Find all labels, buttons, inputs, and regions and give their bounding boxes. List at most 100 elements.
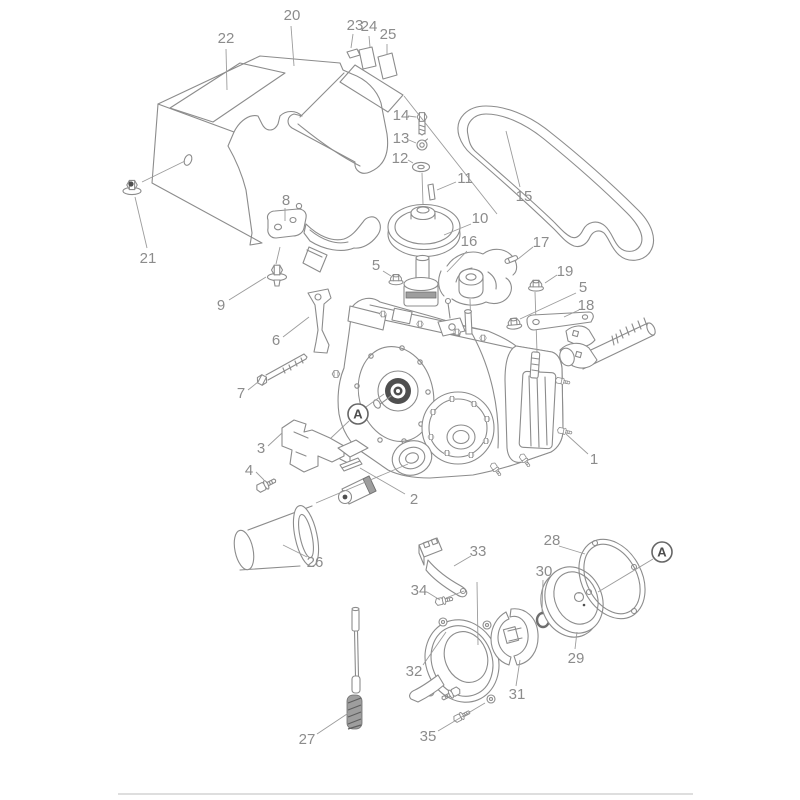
belt-cover <box>151 55 389 246</box>
chute-cover-32 <box>409 617 500 704</box>
flange-nut-5-right <box>505 317 523 331</box>
leader-line-20 <box>290 25 295 67</box>
cover-plate-bolts <box>354 345 431 444</box>
leader-line-9 <box>228 276 267 301</box>
sticker-23 <box>346 48 361 59</box>
part-label-21: 21 <box>140 250 157 267</box>
bolt-14 <box>416 112 428 136</box>
leader-line-15 <box>505 130 521 188</box>
flange-nut-5-left <box>388 274 404 286</box>
clutch-drum-29 <box>540 566 604 638</box>
leader-line-18 <box>563 309 580 318</box>
part-label-2: 2 <box>410 491 418 508</box>
clutch-shoes-31 <box>490 608 539 666</box>
view-marker-circle-1 <box>651 541 673 563</box>
bolt-7 <box>254 353 308 388</box>
part-label-30: 30 <box>536 563 553 580</box>
part-label-34: 34 <box>411 582 428 599</box>
leader-line-24 <box>368 35 371 48</box>
side-boss <box>421 391 495 465</box>
part-label-3: 3 <box>257 440 265 457</box>
part-label-13: 13 <box>393 130 410 147</box>
part-label-24: 24 <box>361 18 378 35</box>
part-label-10: 10 <box>472 210 489 227</box>
part-label-8: 8 <box>282 192 290 209</box>
leader-line-14 <box>407 115 417 118</box>
part-label-22: 22 <box>218 30 235 47</box>
part-label-29: 29 <box>568 650 585 667</box>
leader-line-28 <box>558 545 586 555</box>
flat-washer-12 <box>411 161 431 173</box>
leader-line-27 <box>316 711 351 735</box>
part-label-20: 20 <box>284 7 301 24</box>
bolt-35 <box>451 707 473 725</box>
view-marker-leader-0 <box>365 393 385 408</box>
gasket-28 <box>578 538 646 620</box>
oil-seal <box>373 370 419 412</box>
arm-18 <box>526 311 594 331</box>
leader-line-19 <box>544 274 558 284</box>
shift-tower <box>437 297 466 337</box>
nuts-and-arm <box>388 274 594 379</box>
part-label-25: 25 <box>380 26 397 43</box>
pulley-stack <box>387 112 461 307</box>
part-label-4: 4 <box>245 462 253 479</box>
leader-line-2 <box>359 467 406 495</box>
leader-line-23 <box>350 33 354 49</box>
leader-line-29 <box>574 631 578 650</box>
part-label-19: 19 <box>557 263 574 280</box>
leader-line-32 <box>422 631 447 666</box>
part-label-26: 26 <box>307 554 324 571</box>
leader-line-5 <box>382 270 392 277</box>
cooling-fan <box>438 248 519 331</box>
part-label-33: 33 <box>470 543 487 560</box>
part-label-9: 9 <box>217 297 225 314</box>
part-label-7: 7 <box>237 385 245 402</box>
bolt-4 <box>254 475 279 495</box>
sticker-25 <box>377 52 398 80</box>
pin-17 <box>504 255 519 264</box>
part-label-17: 17 <box>533 234 550 251</box>
part-label-27: 27 <box>299 731 316 748</box>
view-marker-label-1: A <box>657 545 667 560</box>
leader-line-13 <box>408 139 417 144</box>
part-label-18: 18 <box>578 297 595 314</box>
leader-line-35 <box>437 702 486 732</box>
view-marker-leader-1 <box>597 558 654 593</box>
sticker-panel <box>339 64 404 113</box>
rubber-mount <box>403 254 439 307</box>
rod-and-spring-27 <box>346 606 363 730</box>
part-label-28: 28 <box>544 532 561 549</box>
belt-guide-bracket-8 <box>266 202 381 273</box>
leader-line-11 <box>436 181 457 191</box>
part-label-5: 5 <box>579 279 587 296</box>
view-marker-label-0: A <box>353 407 363 422</box>
axle-sleeve-26 <box>233 463 409 571</box>
lock-nut-19 <box>528 279 544 292</box>
view-marker-circle-0 <box>347 403 369 425</box>
part-label-35: 35 <box>420 728 437 745</box>
axle-shaft-2 <box>337 457 377 505</box>
leader-line-31 <box>515 659 521 687</box>
part-label-16: 16 <box>461 233 478 250</box>
key-11 <box>427 183 436 201</box>
clamp-bracket-3 <box>281 419 369 473</box>
shaft-clamps <box>559 325 598 369</box>
gearbox-housing <box>331 297 656 479</box>
leader-line-12 <box>407 159 414 164</box>
part-label-23: 23 <box>347 17 364 34</box>
leader-line-26 <box>282 544 308 558</box>
top-stud <box>464 309 473 335</box>
leader-line-3 <box>267 432 283 447</box>
part-label-15: 15 <box>516 188 533 205</box>
part-label-32: 32 <box>406 663 423 680</box>
cover-top-panel <box>169 62 286 123</box>
leader-line-33 <box>453 555 472 567</box>
clamp-saddle <box>337 439 369 458</box>
part-label-6: 6 <box>272 332 280 349</box>
bracket-33 <box>418 537 468 598</box>
leader-line-21 <box>134 196 148 249</box>
leader-line-16 <box>446 250 468 273</box>
